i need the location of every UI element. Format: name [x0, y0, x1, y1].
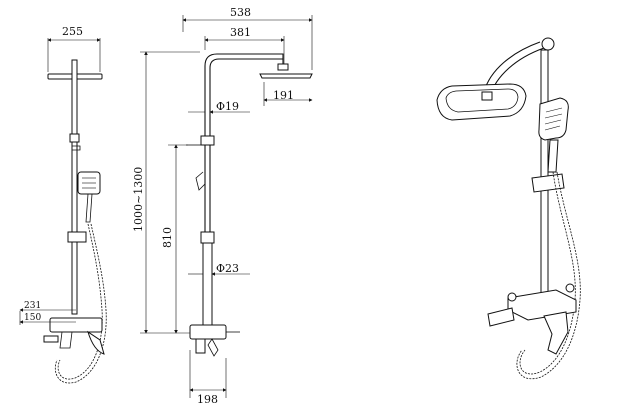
side-view: 255 231 150: [19, 25, 107, 384]
dim-pipe-lower: Φ23: [216, 262, 239, 275]
dim-height-fixed: 810: [161, 227, 174, 248]
dim-arm-length: 381: [230, 26, 251, 39]
dim-head-width: 255: [62, 25, 83, 38]
dim-overall-width: 538: [230, 6, 251, 19]
dim-mixer-231: 231: [24, 301, 41, 311]
hand-shower-grid-icon: [544, 107, 563, 131]
dim-mixer-150: 150: [24, 313, 41, 323]
dim-height-range: 1000~1300: [132, 167, 145, 232]
dim-pipe-upper: Φ19: [216, 100, 239, 113]
isometric-view: [436, 37, 581, 380]
dim-spout-length: 198: [197, 393, 218, 406]
front-view: 538 381 191 Φ19 Φ23: [132, 6, 313, 406]
dim-head-offset: 191: [273, 89, 294, 102]
